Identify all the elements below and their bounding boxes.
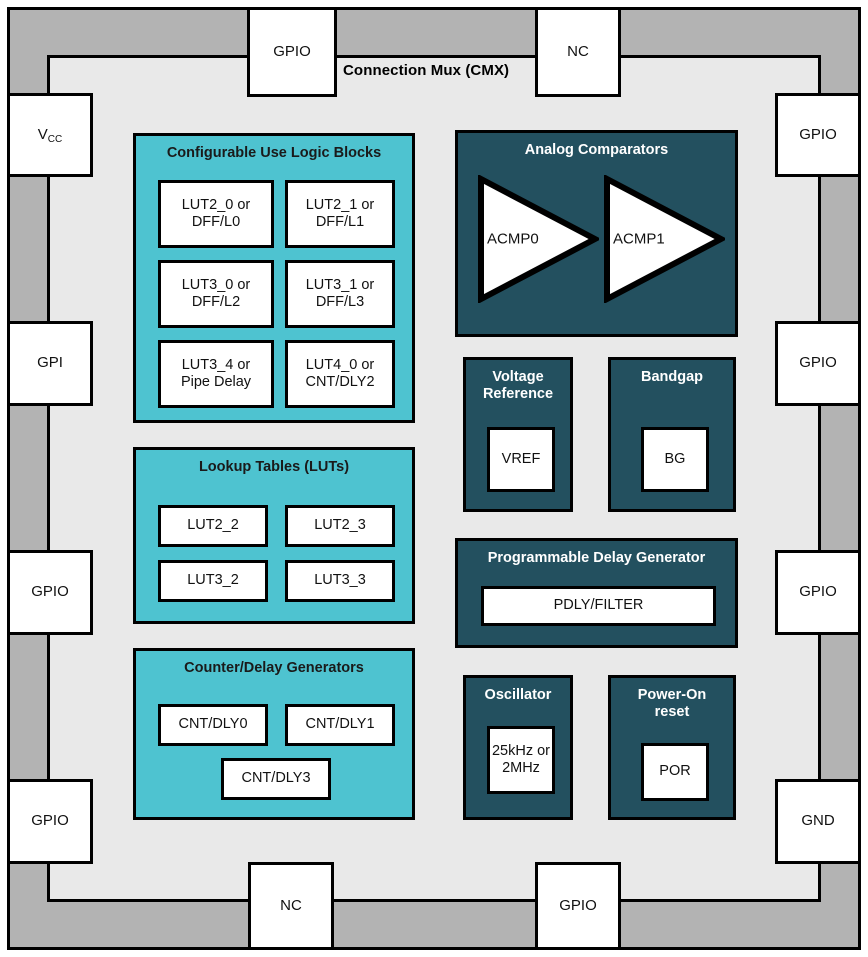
cell-pdly-filter[interactable]: PDLY/FILTER [481,586,716,626]
block-analog-comparators: Analog Comparators ACMP0 ACMP1 [455,130,738,337]
cell-lut3-1[interactable]: LUT3_1 or DFF/L3 [285,260,395,328]
pin-bottom-gpio[interactable]: GPIO [535,862,621,950]
block-programmable-delay: Programmable Delay Generator PDLY/FILTER [455,538,738,648]
pin-label: GPI [37,354,63,372]
triangle-icon [604,175,725,303]
pin-label: GPIO [31,812,69,830]
cell-lut2-1[interactable]: LUT2_1 or DFF/L1 [285,180,395,248]
cell-oscillator-freq[interactable]: 25kHz or 2MHz [487,726,555,794]
block-title: Configurable Use Logic Blocks [166,145,382,161]
block-title: Counter/Delay Generators [184,660,364,676]
comparator-label: ACMP0 [487,230,539,248]
pin-top-nc[interactable]: NC [535,7,621,97]
cell-cnt-dly1[interactable]: CNT/DLY1 [285,704,395,746]
pin-left-gpi[interactable]: GPI [7,321,93,406]
pin-right-gnd[interactable]: GND [775,779,861,864]
block-counter-delay: Counter/Delay Generators CNT/DLY0 CNT/DL… [133,648,415,820]
cell-por[interactable]: POR [641,743,709,801]
pin-left-gpio-1[interactable]: GPIO [7,550,93,635]
block-bandgap: Bandgap BG [608,357,736,512]
cell-lut3-0[interactable]: LUT3_0 or DFF/L2 [158,260,274,328]
cell-lut3-3[interactable]: LUT3_3 [285,560,395,602]
cell-lut4-0[interactable]: LUT4_0 or CNT/DLY2 [285,340,395,408]
block-configurable-logic: Configurable Use Logic Blocks LUT2_0 or … [133,133,415,423]
pin-right-gpio-3[interactable]: GPIO [775,550,861,635]
pin-top-gpio[interactable]: GPIO [247,7,337,97]
block-oscillator: Oscillator 25kHz or 2MHz [463,675,573,820]
cell-cnt-dly0[interactable]: CNT/DLY0 [158,704,268,746]
pin-label: GPIO [273,42,311,60]
pin-label: GPIO [559,896,597,914]
pin-label: GPIO [799,354,837,372]
cell-vref[interactable]: VREF [487,427,555,492]
cell-cnt-dly3[interactable]: CNT/DLY3 [221,758,331,800]
comparator-acmp1[interactable]: ACMP1 [603,175,725,303]
block-title: Bandgap [640,369,704,385]
cell-lut2-3[interactable]: LUT2_3 [285,505,395,547]
pin-bottom-nc[interactable]: NC [248,862,334,950]
block-title: Voltage Reference [482,369,554,402]
pin-label: NC [280,896,302,914]
pin-left-vcc[interactable]: VCC [7,93,93,177]
pin-label: GPIO [799,125,837,143]
pin-label: GPIO [31,583,69,601]
block-title: Analog Comparators [524,142,669,158]
block-title: Power-On reset [637,687,707,720]
block-title: Lookup Tables (LUTs) [198,459,350,475]
triangle-icon [478,175,599,303]
pin-left-gpio-2[interactable]: GPIO [7,779,93,864]
cell-lut3-4[interactable]: LUT3_4 or Pipe Delay [158,340,274,408]
comparator-acmp0[interactable]: ACMP0 [477,175,599,303]
connection-mux-label: Connection Mux (CMX) [343,62,510,79]
block-lookup-tables: Lookup Tables (LUTs) LUT2_2 LUT2_3 LUT3_… [133,447,415,624]
pin-right-gpio-1[interactable]: GPIO [775,93,861,177]
comparator-label: ACMP1 [613,230,665,248]
pin-label: GND [801,812,835,830]
cell-lut3-2[interactable]: LUT3_2 [158,560,268,602]
pin-label: GPIO [799,583,837,601]
pin-label: NC [567,42,589,60]
pin-label: VCC [37,125,63,145]
cell-lut2-0[interactable]: LUT2_0 or DFF/L0 [158,180,274,248]
block-voltage-reference: Voltage Reference VREF [463,357,573,512]
pin-right-gpio-2[interactable]: GPIO [775,321,861,406]
block-title: Oscillator [484,687,552,703]
block-title: Programmable Delay Generator [487,550,706,566]
block-power-on-reset: Power-On reset POR [608,675,736,820]
cell-bg[interactable]: BG [641,427,709,492]
cell-lut2-2[interactable]: LUT2_2 [158,505,268,547]
